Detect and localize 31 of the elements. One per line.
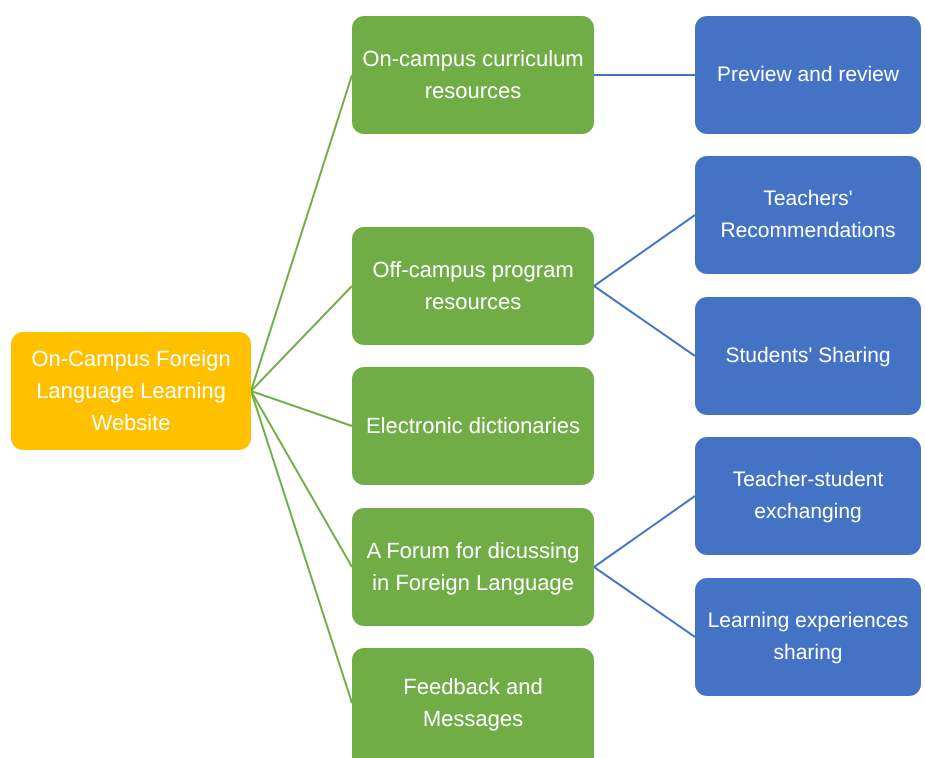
node-label: A Forum for dicussing in Foreign Language	[366, 537, 580, 597]
node-label: Off-campus program resources	[371, 256, 575, 316]
node-label: Feedback and Messages	[402, 673, 544, 733]
subcategory-box	[695, 578, 921, 696]
subcategory-box	[695, 16, 921, 134]
category-box	[352, 508, 594, 626]
connector-line	[250, 285, 353, 392]
connector-line	[593, 214, 696, 287]
category-box	[352, 227, 594, 345]
connector-line	[250, 390, 353, 568]
category-box	[352, 367, 594, 485]
node-label: Preview and review	[716, 62, 900, 88]
node-label: Students' Sharing	[725, 343, 891, 369]
connector-line	[593, 566, 696, 638]
node-label: Teacher-student exchanging	[732, 467, 884, 525]
root-box	[11, 332, 251, 450]
node-label: Teachers' Recommendations	[719, 186, 897, 244]
subcategory-box	[695, 156, 921, 274]
category-box	[352, 648, 594, 758]
connector-line	[250, 74, 353, 392]
connector-line	[250, 390, 352, 427]
node-label: Electronic dictionaries	[366, 412, 580, 440]
subcategory-box	[695, 297, 921, 415]
node-label: Learning experiences sharing	[706, 608, 910, 666]
category-box	[352, 16, 594, 134]
node-label: On-campus curriculum resources	[361, 45, 585, 105]
connector-line	[593, 495, 696, 568]
connector-line	[593, 285, 696, 357]
connector-line	[594, 74, 695, 76]
node-label: On-Campus Foreign Language Learning Website	[30, 345, 232, 437]
subcategory-box	[695, 437, 921, 555]
